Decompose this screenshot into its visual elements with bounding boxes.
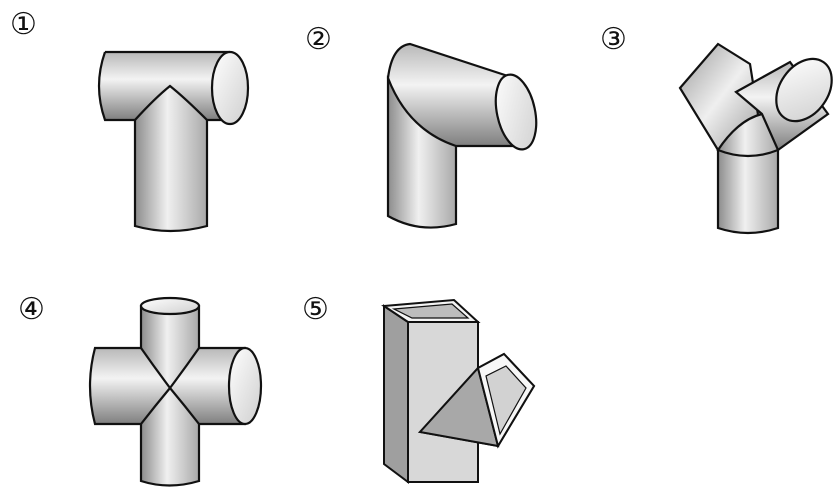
figure-5-label: ⑤: [302, 292, 329, 327]
figure-2-label: ②: [305, 22, 332, 57]
wye-pipe-figure: [678, 42, 833, 235]
square-duct-tee-figure: [381, 298, 536, 484]
elbow-pipe-figure: [386, 42, 538, 229]
figure-3-label: ③: [600, 22, 627, 57]
figure-4-label: ④: [18, 292, 45, 327]
cross-pipe-figure: [88, 296, 263, 487]
figure-1-label: ①: [10, 7, 37, 42]
tee-pipe-figure: [97, 50, 250, 233]
